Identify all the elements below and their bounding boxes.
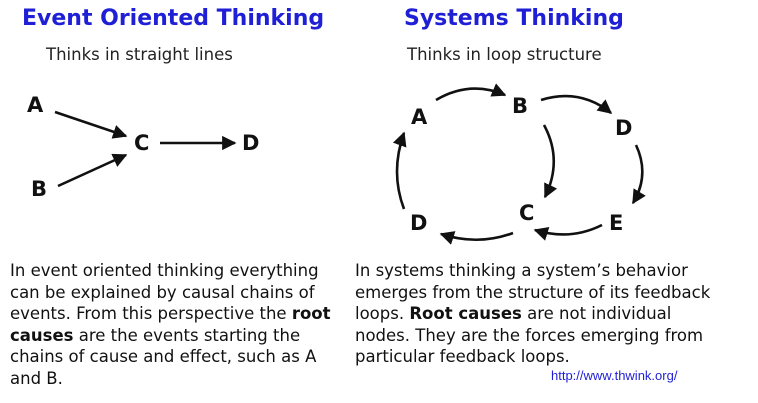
systems-diagram: A B D C E D <box>392 83 646 245</box>
event-node-b: B <box>31 177 47 201</box>
left-root-causes: root causes <box>10 304 331 345</box>
right-description: In systems thinking a system’s behavior … <box>355 260 717 368</box>
loop-node-d-left: D <box>410 211 427 235</box>
arrow-a-to-c <box>54 110 128 139</box>
thinking-diagram: A B C D A B D C E D <box>27 83 646 245</box>
event-node-d: D <box>242 131 259 155</box>
right-root-causes: Root causes <box>409 304 522 324</box>
right-description-text-2: are not individual nodes. They are the f… <box>355 304 704 367</box>
left-description-text-2: are the events starting the chains of ca… <box>10 325 317 388</box>
left-title: Event Oriented Thinking <box>22 6 325 31</box>
left-subtitle: Thinks in straight lines <box>46 45 233 64</box>
loop-node-b: B <box>512 94 528 118</box>
source-url: http://www.thwink.org/ <box>551 368 678 383</box>
right-subtitle: Thinks in loop structure <box>407 45 602 64</box>
right-description-text-1: In systems thinking a system’s behavior … <box>355 261 711 324</box>
loop-node-e: E <box>609 211 623 235</box>
left-description-text-1: In event oriented thinking everything ca… <box>10 261 319 324</box>
left-description: In event oriented thinking everything ca… <box>10 260 332 390</box>
loop-node-c: C <box>519 201 534 225</box>
event-node-a: A <box>27 93 44 117</box>
arrow-b-to-c <box>57 153 128 188</box>
arrow-b-to-d <box>540 94 613 115</box>
arrow-e-to-c <box>533 223 603 241</box>
event-diagram: A B C D <box>27 93 259 201</box>
arrow-d-to-a <box>392 131 407 210</box>
event-node-c: C <box>134 131 149 155</box>
loop-node-a: A <box>411 105 428 129</box>
arrow-b-to-c <box>542 124 558 199</box>
arrow-a-to-b <box>435 83 507 102</box>
arrow-c-to-d <box>439 231 514 245</box>
arrow-d-to-e <box>631 144 646 205</box>
loop-node-d-right: D <box>615 116 632 140</box>
right-title: Systems Thinking <box>404 6 624 31</box>
